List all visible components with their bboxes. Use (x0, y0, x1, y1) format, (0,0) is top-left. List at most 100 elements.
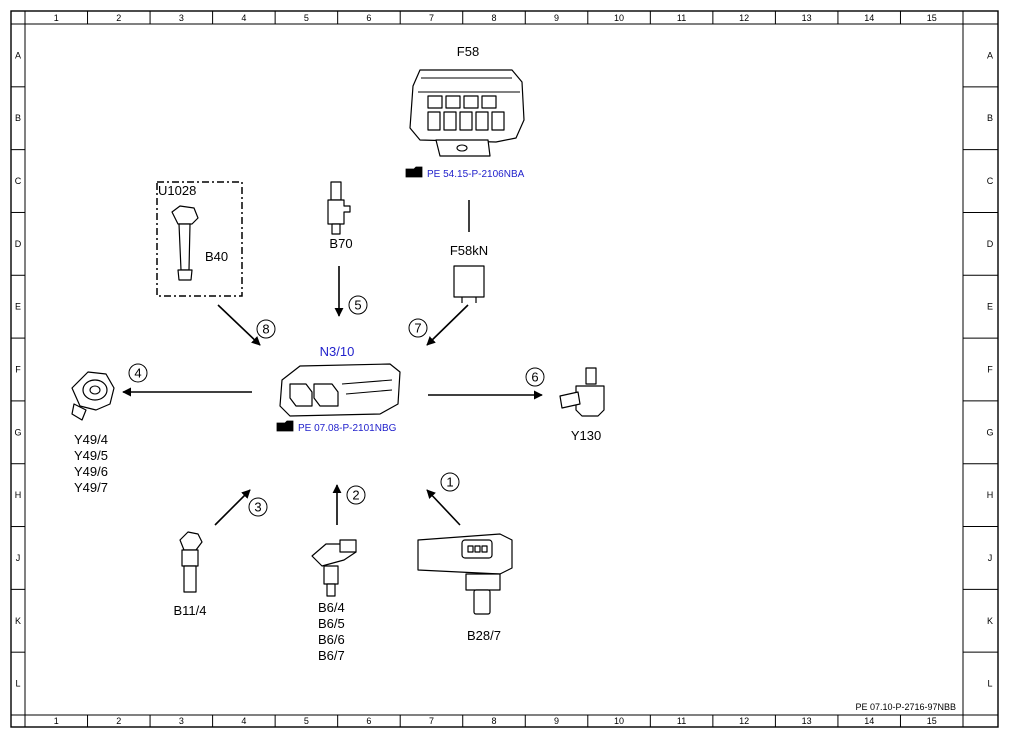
row-label-left: L (15, 679, 20, 689)
y49-label-4: Y49/7 (74, 480, 108, 495)
column-label-top: 6 (366, 13, 371, 23)
row-label-right: E (987, 302, 993, 312)
row-label-right: H (987, 490, 994, 500)
column-label-top: 5 (304, 13, 309, 23)
pointing-hand-icon (405, 166, 423, 178)
row-label-left: A (15, 50, 21, 60)
row-label-left: F (15, 365, 21, 375)
column-label-bottom: 13 (802, 716, 812, 726)
column-label-bottom: 5 (304, 716, 309, 726)
column-label-top: 13 (802, 13, 812, 23)
document-reference: PE 07.10-P-2716-97NBB (855, 702, 956, 712)
b70-label: B70 (329, 236, 352, 251)
b28-7-label: B28/7 (467, 628, 501, 643)
column-label-bottom: 10 (614, 716, 624, 726)
f58-label: F58 (457, 44, 479, 59)
signal-arrow-8: 8 (217, 304, 276, 346)
callout-7: 7 (414, 321, 421, 336)
u1028-label: U1028 (158, 183, 196, 198)
callout-5: 5 (354, 298, 361, 313)
column-label-top: 12 (739, 13, 749, 23)
callout-4: 4 (134, 366, 141, 381)
b6-label-1: B6/4 (318, 600, 345, 615)
signal-arrow-2: 2 (332, 484, 366, 525)
row-label-left: D (15, 239, 22, 249)
callout-3: 3 (254, 500, 261, 515)
column-label-bottom: 14 (864, 716, 874, 726)
signal-arrow-5: 5 (334, 266, 368, 317)
b11-4-label: B11/4 (173, 603, 206, 618)
signal-arrow-1: 1 (426, 472, 461, 526)
f58-ref-text[interactable]: PE 54.15-P-2106NBA (427, 169, 525, 180)
n310-label: N3/10 (320, 344, 355, 359)
b40-label: B40 (205, 249, 228, 264)
pointing-hand-icon (276, 420, 294, 432)
n310-engine-control-unit: N3/10 PE 07.08-P-2101NBG (276, 344, 401, 434)
y130-valve: Y130 (559, 367, 605, 443)
signal-arrow-3: 3 (214, 489, 268, 526)
row-label-right: J (988, 553, 993, 563)
row-label-right: L (987, 679, 992, 689)
callout-1: 1 (446, 475, 453, 490)
b6-camshaft-hall-sensor: B6/4 B6/5 B6/6 B6/7 (311, 539, 357, 663)
f58-fuse-relay-box: F58 PE 54.15-P-2106NBA (405, 44, 525, 232)
callout-2: 2 (352, 488, 359, 503)
row-label-right: D (987, 239, 994, 249)
row-label-right: G (986, 427, 993, 437)
row-label-left: G (14, 427, 21, 437)
n310-ref-link[interactable]: PE 07.08-P-2101NBG (276, 420, 397, 434)
callout-8: 8 (262, 322, 269, 337)
u1028-b40-group: U1028 B40 (156, 181, 243, 297)
column-label-bottom: 6 (366, 716, 371, 726)
column-label-top: 7 (429, 13, 434, 23)
row-label-right: C (987, 176, 994, 186)
row-label-left: J (16, 553, 21, 563)
y49-label-2: Y49/5 (74, 448, 108, 463)
column-label-bottom: 2 (116, 716, 121, 726)
row-label-right: A (987, 50, 993, 60)
column-label-top: 11 (677, 13, 686, 23)
column-label-bottom: 7 (429, 716, 434, 726)
column-label-top: 1 (54, 13, 59, 23)
n310-ref-text[interactable]: PE 07.08-P-2101NBG (298, 423, 397, 434)
signal-arrow-6: 6 (428, 367, 545, 400)
column-label-bottom: 11 (677, 716, 686, 726)
row-label-right: F (987, 365, 993, 375)
column-label-top: 2 (116, 13, 121, 23)
y49-label-1: Y49/4 (74, 432, 108, 447)
column-label-bottom: 9 (554, 716, 559, 726)
column-label-top: 9 (554, 13, 559, 23)
b28-7-pressure-sensor: B28/7 (417, 533, 513, 643)
column-label-bottom: 4 (241, 716, 246, 726)
y49-camshaft-adjuster-solenoid: Y49/4 Y49/5 Y49/6 Y49/7 (71, 371, 115, 495)
y130-label: Y130 (571, 428, 601, 443)
column-label-top: 4 (241, 13, 246, 23)
b6-label-2: B6/5 (318, 616, 345, 631)
callout-6: 6 (531, 370, 538, 385)
column-label-bottom: 1 (54, 716, 59, 726)
column-label-top: 15 (927, 13, 937, 23)
row-label-left: K (15, 616, 21, 626)
row-label-left: B (15, 113, 21, 123)
column-label-top: 3 (179, 13, 184, 23)
signal-arrow-7: 7 (408, 304, 469, 346)
b11-4-temperature-sensor: B11/4 (173, 531, 207, 618)
b6-label-3: B6/6 (318, 632, 345, 647)
column-label-top: 10 (614, 13, 624, 23)
column-label-top: 14 (864, 13, 874, 23)
f58kn-relay: F58kN (450, 243, 488, 303)
column-label-bottom: 15 (927, 716, 937, 726)
row-label-right: B (987, 113, 993, 123)
f58kn-label: F58kN (450, 243, 488, 258)
b6-label-4: B6/7 (318, 648, 345, 663)
f58-ref-link[interactable]: PE 54.15-P-2106NBA (405, 166, 525, 180)
signal-arrow-4: 4 (122, 363, 252, 397)
column-label-bottom: 12 (739, 716, 749, 726)
column-label-bottom: 8 (491, 716, 496, 726)
y49-label-3: Y49/6 (74, 464, 108, 479)
row-label-left: C (15, 176, 22, 186)
row-label-left: E (15, 302, 21, 312)
row-label-right: K (987, 616, 993, 626)
